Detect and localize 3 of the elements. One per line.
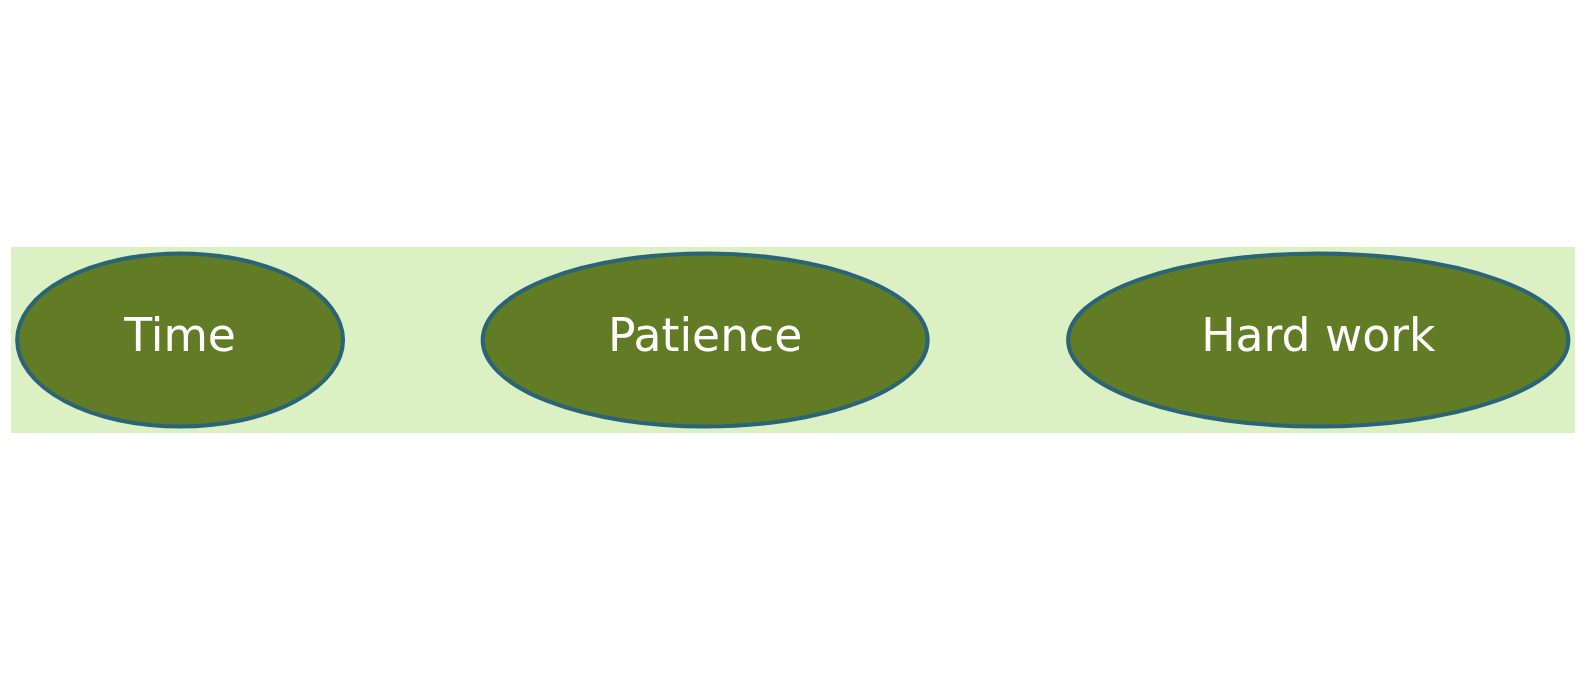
node-ellipse: Hard work bbox=[1066, 250, 1571, 429]
node-ellipse: Time bbox=[15, 250, 346, 429]
node-ellipse: Patience bbox=[480, 250, 930, 429]
